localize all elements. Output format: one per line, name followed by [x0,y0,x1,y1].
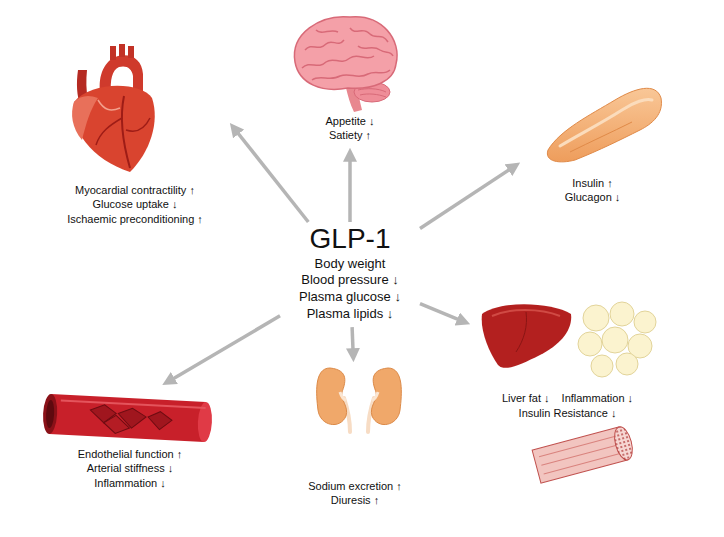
pancreas-group: Insulin ↑Glucagon ↓ [520,70,665,209]
effect-label: Endothelial function ↑ [40,447,220,461]
effect-label: Sodium excretion ↑ [295,479,415,493]
effect-label: Inflammation ↓ [40,476,220,490]
liver-illustration [482,304,572,368]
adipose-illustration-part [634,311,656,333]
heart-illustration-part [126,118,150,131]
muscle-illustration-part [539,436,621,474]
liver-fat-muscle-group: Liver fat ↓ Inflammation ↓Insulin Resista… [470,300,665,490]
brain-illustration-part [358,89,386,97]
pancreas-illustration-part [547,88,661,162]
effect-label: Glucose uptake ↓ [40,197,230,211]
effect-arrow [420,169,511,229]
effect-label: Glucagon ↓ [520,190,665,204]
effect-label: Insulin ↑ [520,176,665,190]
vessel-group: Endothelial function ↑Arterial stiffness… [40,385,220,495]
heart-illustration-part [119,44,125,57]
effect-label: Body weight [280,256,420,273]
blood-vessel-illustration-part [49,394,206,442]
heart-illustration-part [96,118,122,145]
liver-illustration-part [482,304,572,368]
effect-label: Plasma lipids ↓ [280,306,420,323]
brain-illustration-part [294,17,397,90]
effect-label: Satiety ↑ [290,128,410,142]
text-group: GLP-1Body weightBlood pressure ↓Plasma g… [280,222,420,323]
effect-label: Appetite ↓ [290,114,410,128]
heart-group: Myocardial contractility ↑Glucose uptake… [40,45,230,230]
adipose-illustration-part [591,355,613,377]
kidney-illustration-part [317,368,347,425]
blood-vessel-illustration [42,394,213,443]
brain-illustration-part [312,70,390,80]
effect-arrow [348,159,352,222]
heart-illustration [72,44,155,172]
effect-label: Ischaemic preconditioning ↑ [40,212,230,226]
brain-group: Appetite ↓Satiety ↑ [290,8,410,148]
pancreas-illustration [547,88,661,162]
brain-illustration-part [305,40,344,50]
effect-arrow [420,304,460,321]
muscle-illustration [532,425,635,483]
adipose-illustration-part [583,305,609,331]
text-group: Sodium excretion ↑Diuresis ↑ [295,479,415,508]
kidney-illustration-part [372,392,378,400]
effect-label: Inflammation ↓ [562,391,634,405]
effect-arrow [172,316,280,380]
effect-label: Liver fat ↓ [502,391,550,405]
adipose-illustration-part [602,327,628,353]
heart-illustration-part [98,100,120,110]
hormone-title: GLP-1 [280,222,420,256]
adipose-illustration-part [610,302,634,326]
brain-illustration-part [350,28,388,42]
brain-illustration [294,17,397,112]
pancreas-illustration-part [560,99,652,146]
text-group: Myocardial contractility ↑Glucose uptake… [40,183,230,226]
effect-label: Blood pressure ↓ [280,272,420,289]
kidney-illustration-part [371,368,401,425]
brain-illustration-part [358,46,393,56]
effect-arrow [237,132,309,222]
effect-arrow [350,327,354,351]
liver-illustration-part [516,312,527,352]
text-group: Liver fat ↓ Inflammation ↓Insulin Resista… [470,388,665,420]
effect-label: Insulin Resistance ↓ [470,406,665,420]
adipose-illustration-part [616,353,638,375]
blood-vessel-illustration-part [103,415,130,434]
heart-illustration-part [110,46,116,60]
blood-vessel-illustration-part [61,400,206,408]
brain-illustration-part [302,56,374,68]
effect-label: Arterial stiffness ↓ [40,461,220,475]
blood-vessel-illustration-part [45,400,54,428]
adipose-illustration [578,302,656,377]
effect-label: Myocardial contractility ↑ [40,183,230,197]
text-group: Endothelial function ↑Arterial stiffness… [40,447,220,490]
blood-vessel-illustration-part [147,411,172,430]
adipose-illustration-part [578,332,602,356]
muscle-illustration-part [611,425,635,462]
effect-label: Plasma glucose ↓ [280,289,420,306]
heart-illustration-part [72,96,98,140]
muscle-illustration-part [611,425,635,462]
glp1-center: GLP-1Body weightBlood pressure ↓Plasma g… [280,222,420,327]
text-group: Appetite ↓Satiety ↑ [290,114,410,143]
brain-illustration-part [316,30,338,32]
blood-vessel-illustration-part [42,394,58,435]
kidney-group: Sodium excretion ↑Diuresis ↑ [295,362,415,512]
muscle-illustration-part [532,427,628,483]
heart-illustration-part [122,96,130,168]
pancreas-illustration-part [570,122,632,152]
kidney-illustration-part [340,392,346,400]
text-group: Insulin ↑Glucagon ↓ [520,176,665,205]
heart-illustration-part [128,46,134,58]
kidney-illustration [317,368,402,432]
effect-label: Diuresis ↑ [295,493,415,507]
